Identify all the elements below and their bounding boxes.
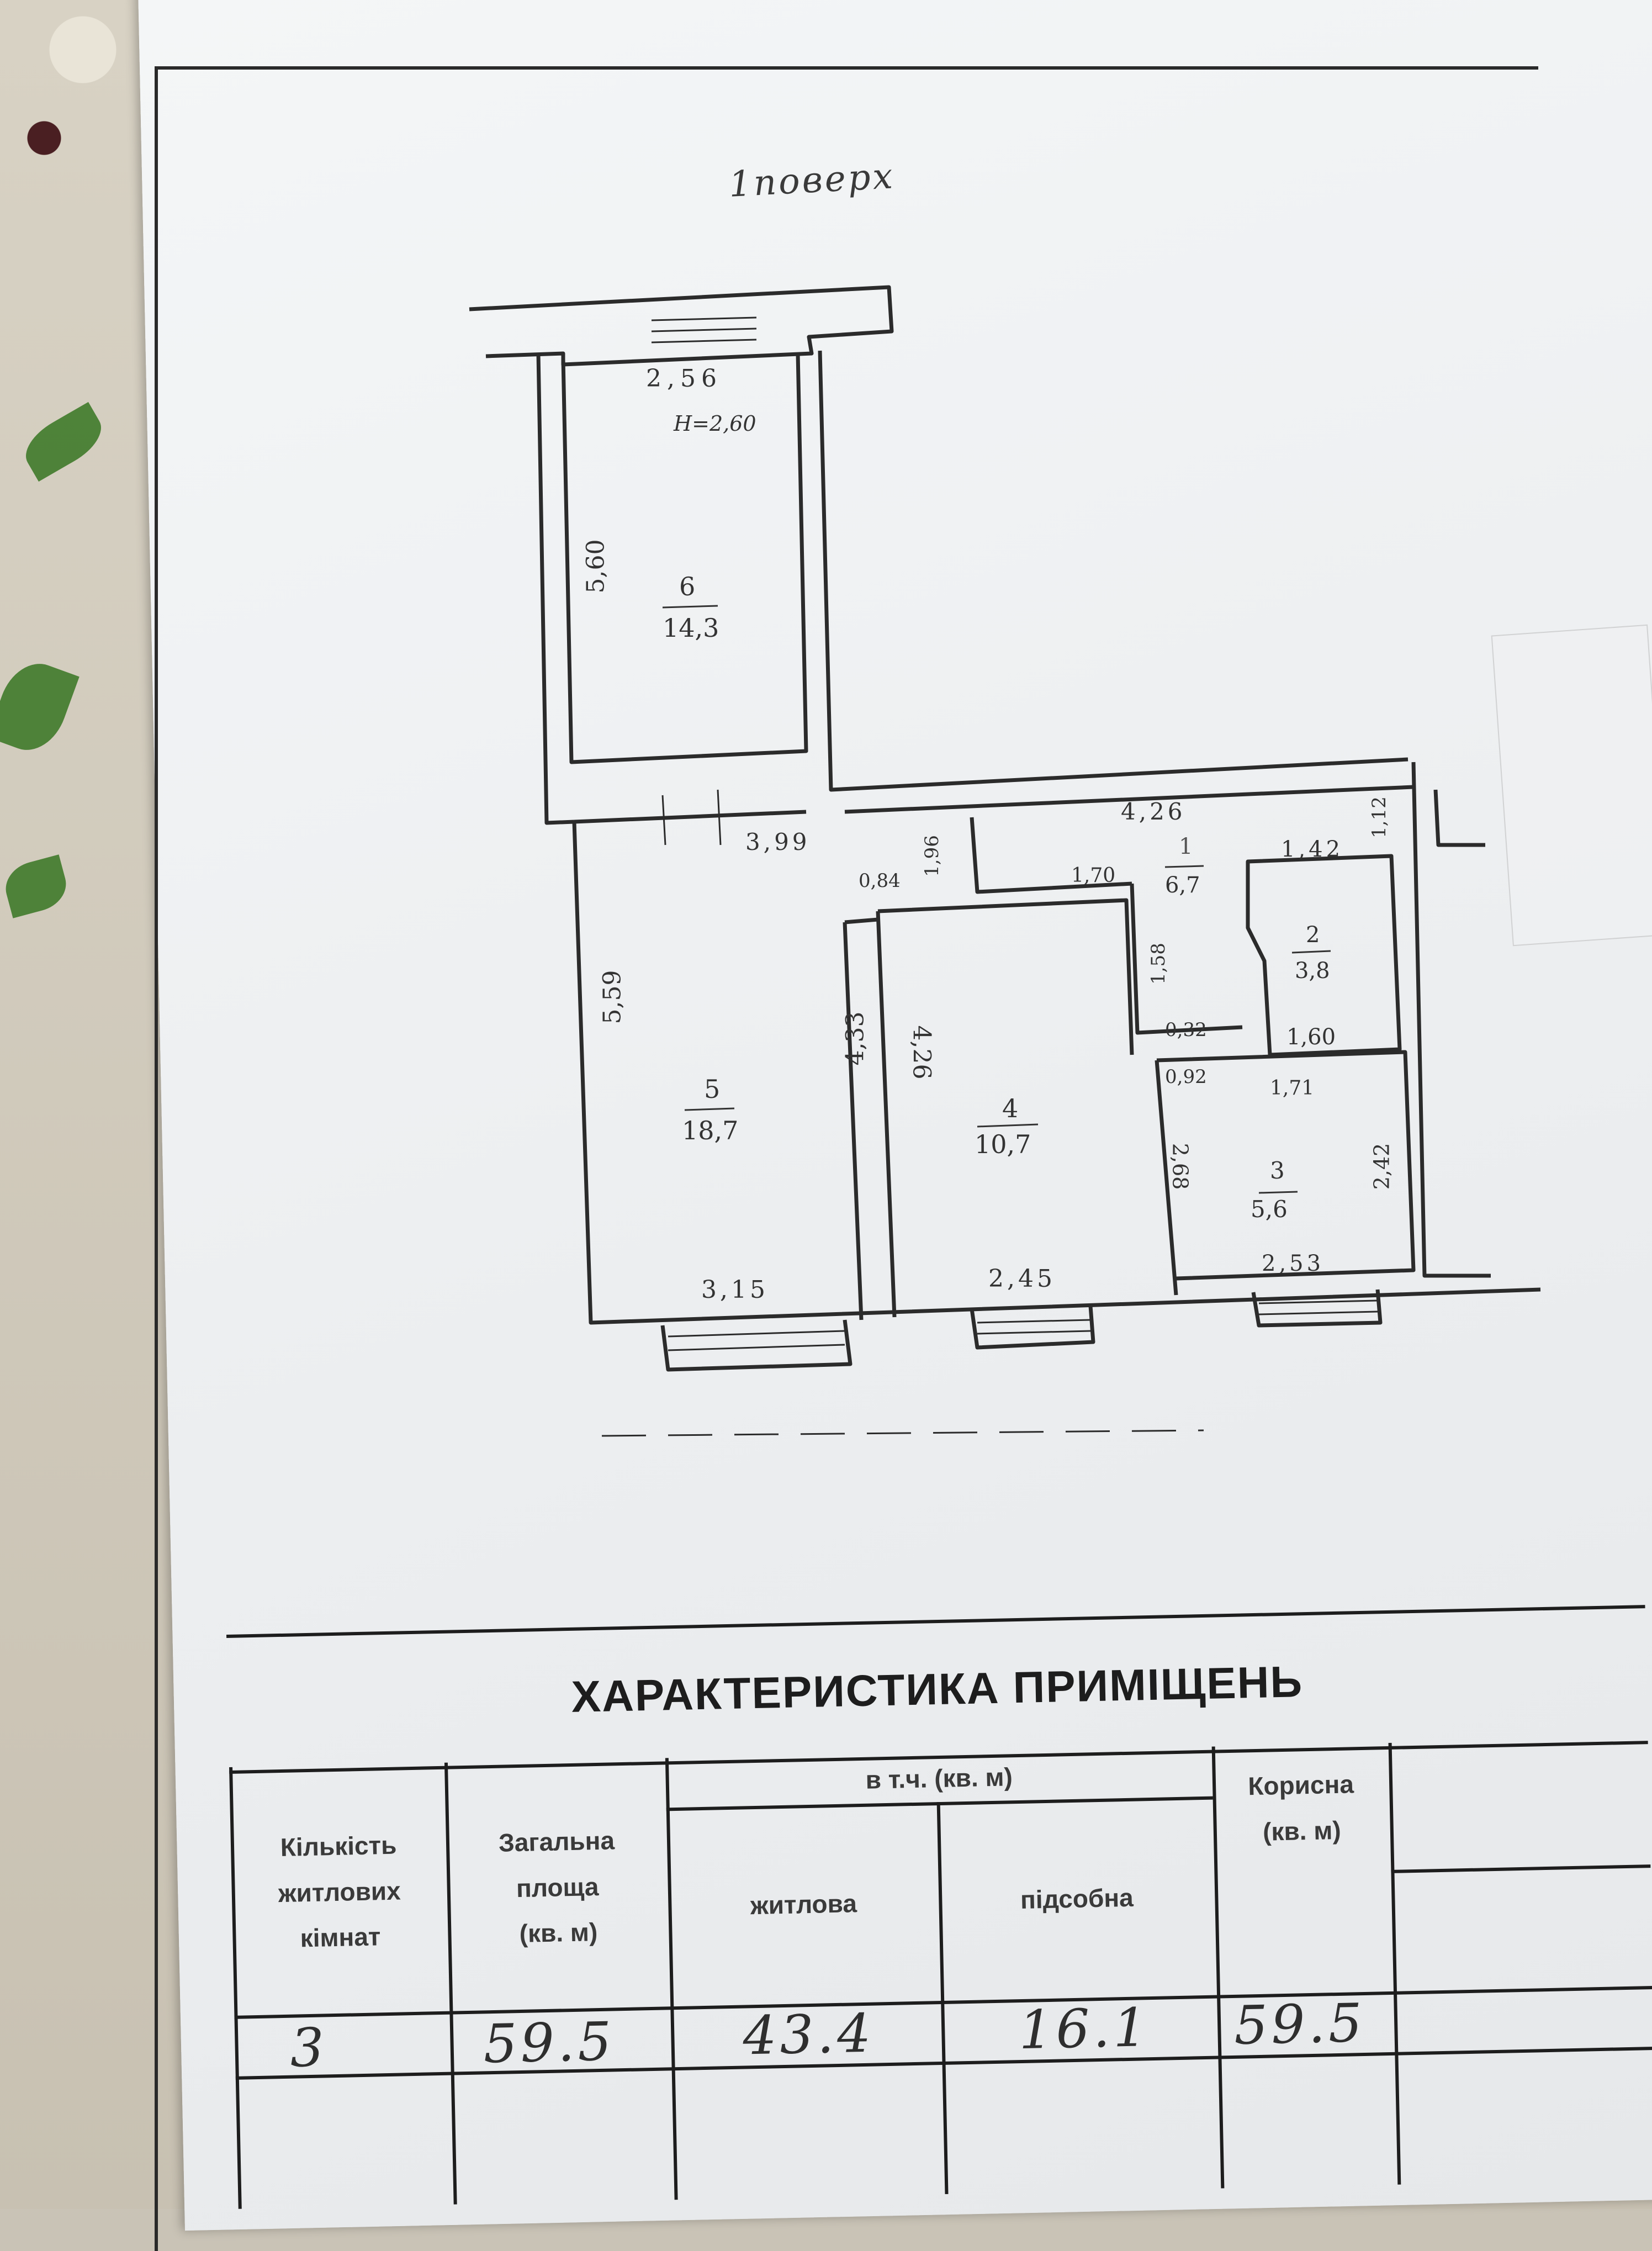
header-useful-area: Корисна (кв. м)	[1212, 1746, 1391, 1871]
dim-1-12: 1,12	[1368, 796, 1390, 838]
dim-3-15: 3,15	[701, 1276, 769, 1304]
room-5-number: 5	[704, 1074, 721, 1104]
floor-plan	[469, 285, 1541, 1437]
drawing-frame	[155, 66, 1538, 2251]
room-6-area: 14,3	[663, 613, 719, 643]
dim-4-26-top: 4,26	[1121, 798, 1186, 825]
room-1-area: 6,7	[1165, 873, 1200, 898]
header-total-area-line3: (кв. м)	[519, 1917, 598, 1948]
dim-1-58: 1,58	[1147, 943, 1169, 985]
value-room-count: 3	[289, 2016, 328, 2079]
header-useful-area-line1: Корисна	[1247, 1769, 1354, 1801]
dim-2-42: 2,42	[1369, 1143, 1394, 1190]
dim-2-45: 2,45	[988, 1265, 1056, 1293]
value-living-area: 43.4	[742, 2002, 875, 2067]
header-room-count: Кількість житлових кімнат	[229, 1774, 449, 2010]
dim-4-26: 4,26	[907, 1025, 936, 1080]
dim-4-33: 4,33	[841, 1011, 870, 1066]
room-3-number: 3	[1270, 1157, 1285, 1184]
room-1-number: 1	[1179, 834, 1193, 859]
table-title: ХАРАКТЕРИСТИКА ПРИМІЩЕНЬ	[226, 1605, 1648, 1774]
dim-2-56: 2,56	[646, 364, 722, 393]
value-auxiliary-area: 16.1	[1018, 1996, 1151, 2062]
room-2-area: 3,8	[1295, 958, 1330, 984]
table-divider	[1391, 1864, 1651, 1873]
header-auxiliary-area: підсобна	[1020, 1883, 1134, 1914]
room-3-area: 5,6	[1251, 1196, 1288, 1223]
ceiling-height: H=2,60	[674, 411, 756, 436]
dim-1-96: 1,96	[920, 835, 943, 877]
value-useful-area: 59.5	[1233, 1991, 1367, 2057]
header-room-count-line3: кімнат	[300, 1922, 381, 1953]
dim-0-32: 0,32	[1165, 1019, 1207, 1041]
dim-2-68: 2,68	[1168, 1143, 1193, 1190]
room-4-area: 10,7	[975, 1129, 1031, 1159]
room-6-number: 6	[679, 572, 696, 601]
dim-0-92: 0,92	[1165, 1066, 1207, 1088]
room-5-area: 18,7	[682, 1116, 739, 1145]
dim-3-99: 3,99	[745, 828, 811, 855]
header-room-count-line2: житлових	[278, 1876, 401, 1907]
table-divider	[1388, 1742, 1401, 2185]
header-useful-area-line2: (кв. м)	[1262, 1815, 1342, 1846]
dim-1-70: 1,70	[1071, 864, 1116, 887]
header-total-area-line2: площа	[516, 1872, 599, 1903]
dim-5-59: 5,59	[598, 970, 627, 1024]
header-room-count-line1: Кількість	[280, 1830, 397, 1862]
value-total-area: 59.5	[483, 2010, 616, 2075]
dim-5-60: 5,60	[581, 539, 610, 594]
dim-0-84: 0,84	[859, 870, 901, 892]
header-living-area: житлова	[750, 1888, 857, 1920]
header-total-area: Загальна площа (кв. м)	[444, 1769, 670, 2005]
dim-2-53: 2,53	[1262, 1251, 1325, 1276]
dim-1-60: 1,60	[1286, 1024, 1336, 1050]
header-total-area-line1: Загальна	[498, 1826, 615, 1857]
dim-1-71: 1,71	[1270, 1077, 1315, 1100]
room-4-number: 4	[1002, 1093, 1019, 1123]
room-2-number: 2	[1306, 922, 1320, 948]
characteristics-table: ХАРАКТЕРИСТИКА ПРИМІЩЕНЬ Кількість житло…	[226, 1605, 1652, 2209]
dim-1-42: 1,42	[1281, 837, 1344, 862]
